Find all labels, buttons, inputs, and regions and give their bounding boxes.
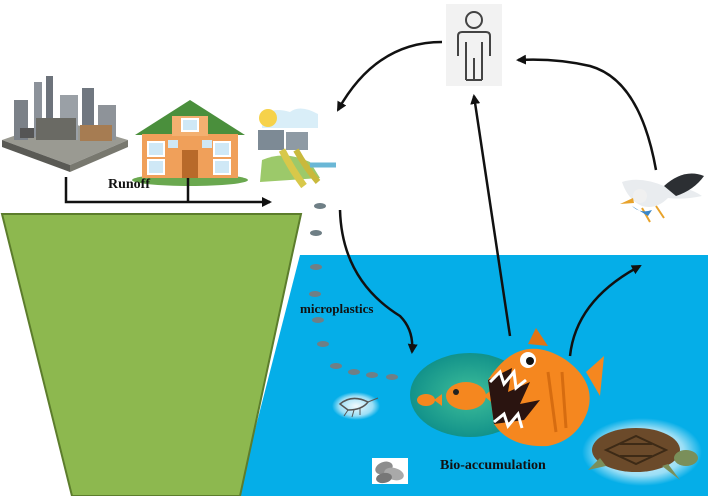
microplastic-particle-icon: [310, 264, 322, 270]
outflow-to-fish-arrow: [338, 209, 418, 354]
factory-icon: [2, 76, 128, 172]
bird-to-human-arrow: [516, 54, 658, 171]
microplastic-particle-icon: [309, 291, 321, 297]
fish-food-chain: [410, 328, 604, 447]
microplastic-particle-icon: [386, 374, 398, 380]
microplastics-label: microplastics: [300, 301, 374, 316]
wastewater-plant-icon: [249, 106, 341, 194]
large-fish-icon: [488, 328, 604, 447]
microplastic-particle-icon: [310, 230, 322, 236]
microplastic-particle-icon: [348, 369, 360, 375]
microplastic-particles: [309, 203, 398, 380]
fish-to-bird-arrow: [568, 264, 642, 357]
mussel-icon: [372, 458, 408, 484]
seabird-icon: [620, 173, 704, 223]
shrimp-icon: [332, 392, 380, 420]
microplastic-particle-icon: [312, 317, 324, 323]
microplastic-particle-icon: [314, 203, 326, 209]
turtle-icon: [582, 418, 702, 486]
flow-arrows: [64, 40, 658, 357]
microplastic-particle-icon: [366, 372, 378, 378]
runoff-label: Runoff: [108, 177, 151, 192]
land-wedge: [0, 213, 303, 496]
human-icon: [446, 4, 502, 86]
microplastic-particle-icon: [317, 341, 329, 347]
small-fish-icon: [417, 394, 442, 406]
human-to-outflow-arrow: [336, 40, 443, 112]
runoff-arrow: [64, 177, 272, 207]
bio-accumulation-label: Bio-accumulation: [440, 458, 546, 473]
house-icon: [132, 100, 248, 186]
fish-to-human-arrow: [470, 94, 512, 337]
microplastic-particle-icon: [330, 363, 342, 369]
